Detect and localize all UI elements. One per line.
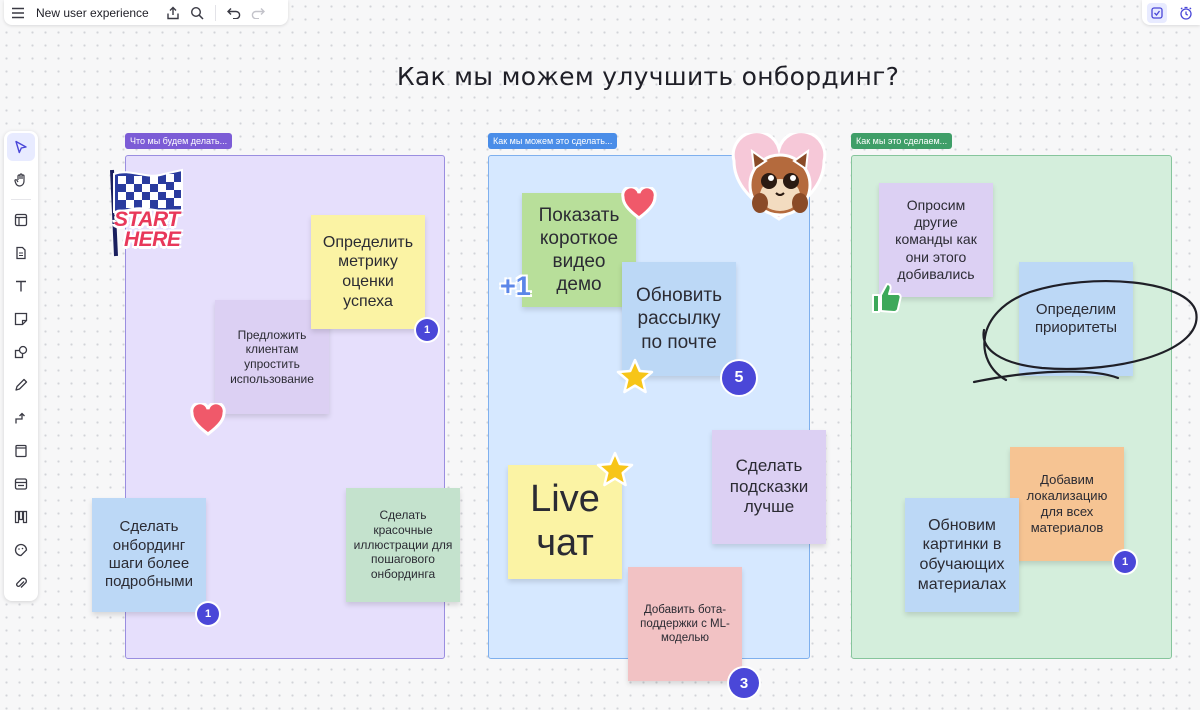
board-title[interactable]: Как мы можем улучшить онбординг? [396,62,900,91]
frame-label-how-will[interactable]: Как мы это сделаем... [851,133,953,149]
pen-tool-icon[interactable] [7,371,35,399]
vote-count-badge: 1 [416,319,438,341]
connector-tool-icon[interactable] [7,404,35,432]
sticky-note[interactable]: Определить метрику оценки успеха [311,215,425,329]
sticky-note[interactable]: Сделать красочные иллюстрации для пошаго… [346,488,460,602]
hand-drawn-circle[interactable] [972,270,1200,388]
undo-icon[interactable] [222,1,246,25]
hand-tool-icon[interactable] [7,166,35,194]
sticky-note[interactable]: Добавить бота-поддержки с ML-моделью [628,567,742,681]
sticky-note[interactable]: Live чат [508,465,622,579]
heart-icon[interactable] [190,403,226,437]
attachment-tool-icon[interactable] [7,569,35,597]
template-tool-icon[interactable] [7,470,35,498]
start-here-sticker[interactable]: START HERE [106,168,188,260]
star-icon[interactable] [595,450,635,488]
sticky-note[interactable]: Добавим локализацию для всех материалов [1010,447,1124,561]
redo-icon[interactable] [246,1,270,25]
sticky-note[interactable]: Обновим картинки в обучающих материалах [905,498,1019,612]
vote-count-badge: 3 [729,668,759,698]
divider [214,4,216,21]
sticky-note[interactable]: Сделать онбординг шаги более подробными [92,498,206,612]
document-tool-icon[interactable] [7,239,35,267]
sticky-note[interactable]: Показать короткое видео демо [522,193,636,307]
star-icon[interactable] [615,357,655,395]
frame-label-how-can[interactable]: Как мы можем это сделать... [488,133,618,149]
shapes-tool-icon[interactable] [7,338,35,366]
top-bar: New user experience [4,0,288,25]
vote-count-badge: 1 [197,603,219,625]
frame-label-what[interactable]: Что мы будем делать... [125,133,233,149]
search-icon[interactable] [185,1,209,25]
vote-count-badge: 1 [1114,551,1136,573]
heart-icon[interactable] [620,187,658,221]
sticky-note[interactable]: Предложить клиентам упростить использова… [215,300,329,414]
sticky-note[interactable]: Опросим другие команды как они этого доб… [879,183,993,297]
menu-icon[interactable] [6,1,30,25]
checklist-icon[interactable] [1146,2,1167,23]
vote-count-badge: 5 [722,361,756,395]
checkered-flag-icon [110,168,183,257]
cat-with-heart-icon[interactable] [730,133,828,223]
sticky-note[interactable]: Обновить рассылку по почте [622,262,736,376]
share-icon[interactable] [161,1,185,25]
board-name[interactable]: New user experience [36,5,149,20]
top-right-bar [1142,0,1200,25]
text-tool-icon[interactable] [7,272,35,300]
left-toolbar [4,131,38,601]
sticker-tool-icon[interactable] [7,536,35,564]
kanban-tool-icon[interactable] [7,503,35,531]
select-tool-icon[interactable] [7,133,35,161]
sticky-note-tool-icon[interactable] [7,305,35,333]
card-tool-icon[interactable] [7,437,35,465]
thumbs-up-icon[interactable] [870,281,904,315]
sticky-note[interactable]: Сделать подсказки лучше [712,430,826,544]
start-here-text: START HERE [114,208,181,251]
timer-icon[interactable] [1176,3,1196,23]
frame-tool-icon[interactable] [7,206,35,234]
plus-one-sticker[interactable]: +1 [500,271,531,301]
toolbar-divider [11,199,31,200]
